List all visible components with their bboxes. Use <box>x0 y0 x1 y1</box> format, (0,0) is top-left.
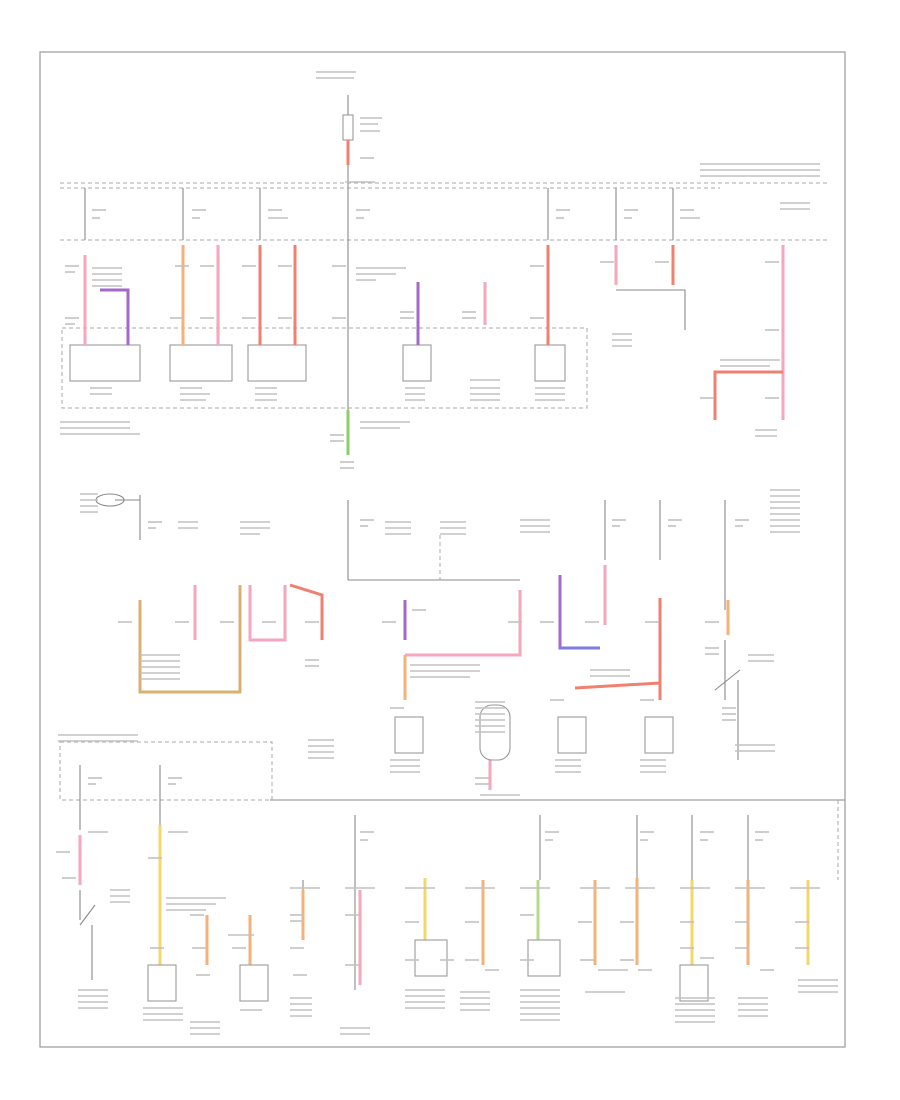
component-boxes-row1 <box>69 344 566 382</box>
fuse-drops-top <box>84 188 674 240</box>
colored-wires-row1 <box>83 245 785 455</box>
middle-wiring <box>95 493 741 790</box>
diagram-border <box>39 51 846 1048</box>
fine-print-marks <box>56 71 838 1035</box>
main-feed <box>342 95 354 188</box>
bottom-wiring <box>78 765 810 1002</box>
module-group-frame <box>61 327 588 409</box>
lower-left-frame <box>59 741 273 801</box>
